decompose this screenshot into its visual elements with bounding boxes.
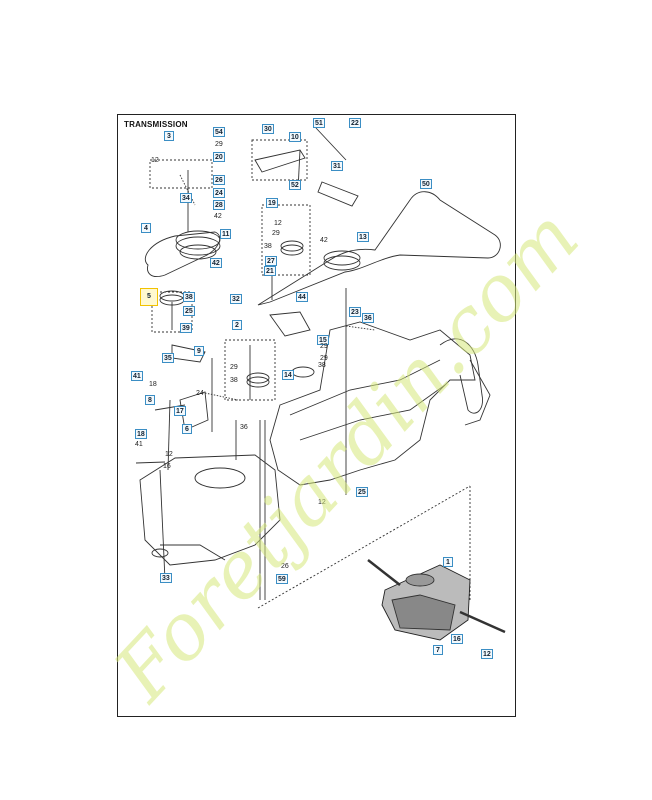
- label-16: 16: [163, 463, 171, 470]
- callout-22[interactable]: 22: [349, 118, 361, 128]
- callout-44[interactable]: 44: [296, 292, 308, 302]
- label-26: 26: [281, 563, 289, 570]
- drive-belt-main: [257, 191, 501, 306]
- callout-20[interactable]: 20: [213, 152, 225, 162]
- callout-33[interactable]: 33: [160, 573, 172, 583]
- callout-36[interactable]: 36: [362, 313, 374, 323]
- label-29: 29: [272, 230, 280, 237]
- callout-5-selected[interactable]: 5: [140, 288, 158, 306]
- callout-54[interactable]: 54: [213, 127, 225, 137]
- callout-6[interactable]: 6: [182, 424, 192, 434]
- callout-8[interactable]: 8: [145, 395, 155, 405]
- group-box-idler-lower: [224, 339, 276, 401]
- callout-10[interactable]: 10: [289, 132, 301, 142]
- group-box-idler: [261, 204, 311, 276]
- callout-2[interactable]: 2: [232, 320, 242, 330]
- label-12: 12: [151, 157, 159, 164]
- callout-30[interactable]: 30: [262, 124, 274, 134]
- callout-35[interactable]: 35: [162, 353, 174, 363]
- label-38: 38: [318, 362, 326, 369]
- callout-24[interactable]: 24: [213, 188, 225, 198]
- label-36: 36: [240, 424, 248, 431]
- callout-19[interactable]: 19: [266, 198, 278, 208]
- callout-32[interactable]: 32: [230, 294, 242, 304]
- chassis-frame: [269, 321, 476, 486]
- callout-25-lower[interactable]: 25: [356, 487, 368, 497]
- callout-1[interactable]: 1: [443, 557, 453, 567]
- callout-51[interactable]: 51: [313, 118, 325, 128]
- callout-14[interactable]: 14: [282, 370, 294, 380]
- callout-17[interactable]: 17: [174, 406, 186, 416]
- label-24: 24: [196, 390, 204, 397]
- callout-23[interactable]: 23: [349, 307, 361, 317]
- callout-9[interactable]: 9: [194, 346, 204, 356]
- callout-3[interactable]: 3: [164, 131, 174, 141]
- callout-31[interactable]: 31: [331, 161, 343, 171]
- callout-7[interactable]: 7: [433, 645, 443, 655]
- label-12: 12: [318, 499, 326, 506]
- label-29: 29: [320, 343, 328, 350]
- group-box-top-left: [149, 159, 213, 189]
- label-18: 18: [149, 381, 157, 388]
- callout-59[interactable]: 59: [276, 574, 288, 584]
- chassis-plate: [139, 454, 281, 566]
- callout-16[interactable]: 16: [451, 634, 463, 644]
- drive-belt-left: [144, 231, 221, 277]
- label-12: 12: [165, 451, 173, 458]
- callout-26[interactable]: 26: [213, 175, 225, 185]
- label-29: 29: [320, 355, 328, 362]
- callout-27[interactable]: 27: [265, 256, 277, 266]
- callout-11[interactable]: 11: [220, 229, 232, 239]
- callout-34[interactable]: 34: [180, 193, 192, 203]
- callout-39[interactable]: 39: [180, 323, 192, 333]
- callout-28[interactable]: 28: [213, 200, 225, 210]
- label-12: 12: [274, 220, 282, 227]
- callout-21[interactable]: 21: [264, 266, 276, 276]
- label-41: 41: [135, 441, 143, 448]
- label-29: 29: [215, 141, 223, 148]
- diagram-title: TRANSMISSION: [124, 120, 188, 129]
- label-42: 42: [214, 213, 222, 220]
- callout-15[interactable]: 15: [317, 335, 329, 345]
- callout-50[interactable]: 50: [420, 179, 432, 189]
- label-38: 38: [264, 243, 272, 250]
- callout-52[interactable]: 52: [289, 180, 301, 190]
- callout-38[interactable]: 38: [183, 292, 195, 302]
- callout-25-upper[interactable]: 25: [183, 306, 195, 316]
- label-38: 38: [230, 377, 238, 384]
- callout-42[interactable]: 42: [210, 258, 222, 268]
- callout-41[interactable]: 41: [131, 371, 143, 381]
- callout-4[interactable]: 4: [141, 223, 151, 233]
- callout-13[interactable]: 13: [357, 232, 369, 242]
- callout-18[interactable]: 18: [135, 429, 147, 439]
- group-box-bracket: [251, 139, 308, 181]
- frame-handle: [439, 338, 483, 414]
- label-29: 29: [230, 364, 238, 371]
- callout-12[interactable]: 12: [481, 649, 493, 659]
- label-42: 42: [320, 237, 328, 244]
